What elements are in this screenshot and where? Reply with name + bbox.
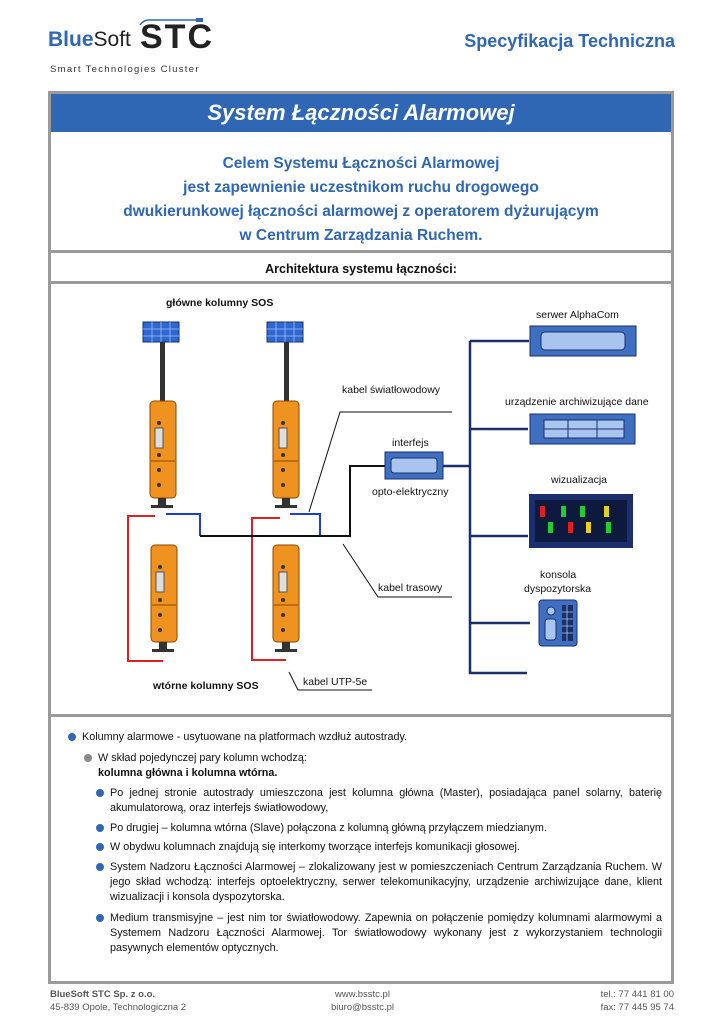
website-link[interactable]: www.bsstc.pl [335, 989, 390, 1000]
utp-cable-line [127, 515, 286, 662]
intro-line: dwukierunkowej łączności alarmowej z ope… [123, 203, 599, 220]
visualization-label: wizualizacja [551, 474, 608, 486]
bullet-item: W obydwu kolumnach znajdują się interkom… [96, 840, 662, 855]
sos-column-secondary-icon [272, 544, 300, 652]
bullet-text: System Nadzoru Łączności Alarmowej – zlo… [110, 861, 662, 903]
solar-panel-icon [142, 321, 180, 343]
bullet-item: Po drugiej – kolumna wtórna (Slave) połą… [96, 821, 662, 836]
document-type: Specyfikacja Techniczna [464, 31, 675, 51]
sos-column-main-icon [272, 400, 300, 508]
solar-panel-icon [266, 321, 304, 343]
console-label-1: konsola [540, 569, 577, 581]
company-name: BlueSoft STC Sp. z o.o. [50, 989, 156, 1000]
bullet-text: Po jednej stronie autostrady umieszczona… [110, 787, 662, 814]
route-cable-line [200, 465, 385, 537]
opto-label: opto-elektryczny [372, 486, 449, 498]
pole-icon [160, 342, 165, 402]
company-logo: BlueSoft [48, 28, 131, 52]
footer-phone: tel.: 77 441 81 00 fax: 77 445 95 74 [601, 988, 674, 1014]
server-icon [529, 325, 637, 357]
fiber-trunk-line [443, 339, 530, 675]
archive-device-icon [529, 413, 636, 445]
intro-line: jest zapewnienie uczestnikom ruchu drogo… [183, 179, 539, 196]
bullet-dot-icon [96, 914, 104, 922]
bullet-text: W obydwu kolumnach znajdują się interkom… [110, 841, 520, 853]
bullet-item: Medium transmisyjne – jest nim tor świat… [96, 911, 662, 956]
bullet-text-bold: kolumna główna i kolumna wtórna. [98, 767, 278, 779]
bullet-item: Kolumny alarmowe - usytuowane na platfor… [68, 730, 668, 745]
sos-column-main-icon [149, 400, 177, 508]
footer-company: BlueSoft STC Sp. z o.o. 45-839 Opole, Te… [50, 988, 186, 1014]
email-link[interactable]: biuro@bsstc.pl [331, 1002, 394, 1013]
fiber-cable-label: kabel światłowodowy [342, 384, 441, 396]
route-cable-label: kabel trasowy [378, 582, 443, 594]
architecture-diagram [127, 321, 637, 691]
bullet-dot-icon [96, 843, 104, 851]
bullet-item: W skład pojedynczej pary kolumn wchodzą:… [84, 751, 669, 781]
secondary-columns-label: wtórne kolumny SOS [153, 680, 259, 692]
section-divider [51, 714, 671, 717]
main-columns-label: główne kolumny SOS [166, 297, 274, 309]
architecture-heading: Architektura systemu łączności: [51, 256, 671, 284]
bullet-text: Kolumny alarmowe - usytuowane na platfor… [82, 731, 408, 743]
bullet-dot-icon [68, 733, 76, 741]
console-label-2: dyspozytorska [524, 583, 592, 595]
bullet-dot-icon [96, 824, 104, 832]
intro-line: w Centrum Zarządzania Ruchem. [239, 227, 483, 244]
content-frame [48, 91, 674, 984]
bullet-dot-icon [96, 789, 104, 797]
intro-line: Celem Systemu Łączności Alarmowej [222, 155, 500, 172]
sos-column-secondary-icon [150, 544, 178, 652]
leader-lines [288, 411, 452, 691]
footer-contact: www.bsstc.pl biuro@bsstc.pl [0, 988, 725, 1014]
phone-number: tel.: 77 441 81 00 [600, 989, 674, 1000]
blue-cable-line [166, 513, 321, 536]
fax-number: fax: 77 445 95 74 [600, 1002, 674, 1013]
bullet-item: Po jednej stronie autostrady umieszczona… [96, 786, 662, 816]
bullet-text: Medium transmisyjne – jest nim tor świat… [110, 912, 662, 954]
page-title: System Łączności Alarmowej [51, 94, 671, 132]
bullet-text: Po drugiej – kolumna wtórna (Slave) połą… [110, 822, 547, 834]
pole-icon [284, 342, 289, 402]
bullet-text: W skład pojedynczej pary kolumn wchodzą: [98, 752, 307, 764]
intro-text: Celem Systemu Łączności Alarmowej jest z… [51, 135, 671, 253]
dispatcher-console-icon [538, 599, 578, 647]
logo-soft-text: Soft [93, 28, 131, 51]
bullet-dot-icon [96, 863, 104, 871]
visualization-screen-icon [529, 494, 633, 548]
bullet-item: System Nadzoru Łączności Alarmowej – zlo… [96, 860, 662, 905]
archive-label: urządzenie archiwizujące dane [505, 396, 649, 408]
utp-cable-label: kabel UTP-5e [303, 676, 368, 688]
bullet-dot-icon [84, 754, 92, 762]
logo-plug-icon [139, 18, 203, 26]
logo-tagline: Smart Technologies Cluster [50, 64, 200, 75]
server-label: serwer AlphaCom [536, 309, 619, 321]
company-address: 45-839 Opole, Technologiczna 2 [50, 1002, 187, 1013]
interface-label: interfejs [392, 437, 429, 449]
interface-device-icon [384, 451, 444, 480]
logo-blue-text: Blue [48, 28, 94, 51]
logo-stc-text: STC [140, 18, 214, 56]
